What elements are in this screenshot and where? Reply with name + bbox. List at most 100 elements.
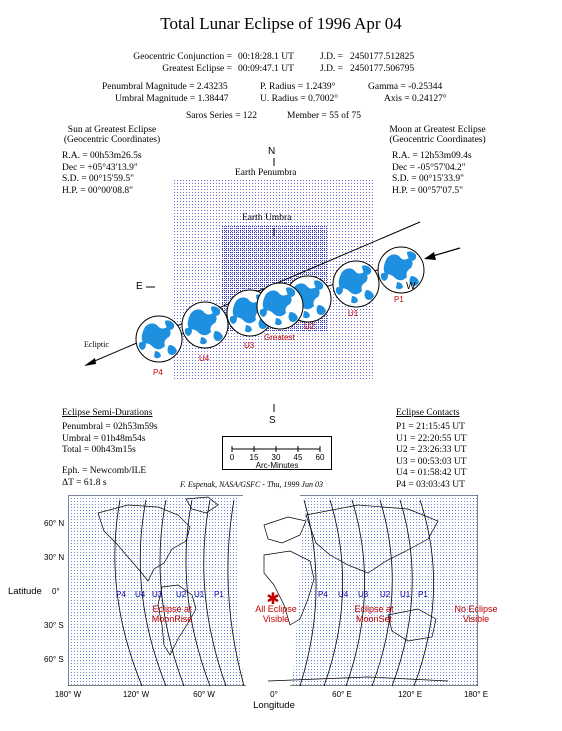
moonset-line1: Eclipse at [354, 604, 394, 614]
contact-label-u3: U3 [244, 341, 255, 350]
page-title: Total Lunar Eclipse of 1996 Apr 04 [160, 14, 402, 33]
axis: Axis = 0.24127° [384, 94, 447, 104]
lon-120e: 120° E [397, 690, 423, 699]
contact-label-u4: U4 [199, 354, 210, 363]
contact-u4: U4 = 01:58:42 UT [396, 468, 467, 478]
contact-u1: U1 = 22:20:55 UT [396, 433, 467, 444]
curve-u1-east [391, 499, 413, 686]
contact-label-u1: U1 [348, 309, 359, 318]
map-right-u2: U2 [380, 590, 391, 599]
map-right-u1: U1 [400, 590, 411, 599]
moonrise-line2: MoonRise [151, 614, 193, 624]
conjunction-value: 00:18:28.1 UT [238, 52, 294, 62]
contact-p4: P4 = 03:03:43 UT [396, 479, 465, 490]
greatest-label-diagram: Greatest [264, 333, 295, 342]
contact-curves-east [299, 499, 434, 686]
none-line2: Visible [462, 614, 490, 624]
lat-60n: 60° N [44, 519, 65, 528]
moon-u1 [332, 260, 380, 308]
moon-motion-arrow-icon [424, 252, 436, 260]
penumbral-magnitude: Penumbral Magnitude = 2.43235 [102, 82, 228, 92]
latitude-label: Latitude [8, 586, 42, 597]
contacts-heading: Eclipse Contacts [396, 408, 460, 418]
sun-hp: H.P. = 00°00'08.8" [62, 185, 133, 196]
lat-30s: 30° S [44, 621, 64, 630]
eclipse-at-moonrise-note: Eclipse at MoonRise [140, 604, 204, 624]
curve-p4-east [299, 499, 317, 686]
antarctica-outline [267, 676, 449, 682]
asia-outline [305, 504, 439, 574]
moon-u4 [181, 301, 229, 349]
map-left-p4: P4 [116, 590, 126, 599]
scale-label-0: 0 [229, 453, 235, 462]
ecliptic-label: Ecliptic [84, 340, 109, 349]
eclipse-path-diagram [84, 158, 461, 412]
moon-subheading: (Geocentric Coordinates) [389, 135, 486, 145]
north-america-outline [97, 504, 191, 582]
none-line1: No Eclipse [454, 604, 498, 614]
curve-u3-west [159, 499, 185, 686]
longitude-label: Longitude [253, 700, 295, 711]
night-region [241, 495, 300, 686]
scale-label-45: 45 [293, 453, 303, 462]
greatest-jd-label: J.D. = [320, 64, 344, 74]
map-right-p1: P1 [418, 590, 428, 599]
moon-sd: S.D. = 00°15'33.9" [392, 174, 465, 184]
east-label: E [136, 281, 143, 292]
south-america-outline [157, 584, 197, 656]
map-right-u4: U4 [338, 590, 349, 599]
penumbral-duration: Penumbral = 02h53m59s [62, 422, 158, 432]
moonset-line2: MoonSet [355, 614, 393, 624]
map-left-u4: U4 [135, 590, 146, 599]
map-left-u3: U3 [152, 590, 163, 599]
lat-30n: 30° N [44, 553, 65, 562]
greatest-eclipse-marker-icon: ✱ [266, 589, 279, 608]
moon-p1 [377, 246, 425, 294]
scale-frame [222, 436, 332, 470]
curve-u1-west [203, 499, 227, 686]
visible-line2: Visible [262, 614, 290, 624]
australia-outline [387, 608, 437, 642]
curve-p4-west [114, 499, 143, 686]
curve-p1-west [227, 499, 245, 686]
curve-u4-east [323, 499, 344, 686]
north-label: N [268, 146, 276, 157]
set-shading-east [292, 495, 478, 686]
curve-u4-west [139, 499, 167, 686]
contact-label-p1: P1 [394, 295, 404, 304]
greatest-label: Greatest Eclipse = [162, 64, 232, 74]
u-radius: U. Radius = 0.7002° [260, 94, 339, 104]
sun-ra: R.A. = 00h53m26.5s [62, 151, 142, 161]
contact-label-p4: P4 [153, 368, 163, 377]
map-right-p4: P4 [318, 590, 328, 599]
curve-u2-east [371, 499, 393, 686]
scale-label-15: 15 [249, 453, 259, 462]
visible-line1: All Eclipse [255, 604, 297, 614]
moon-coordinates: R.A. = 12h53m09.4s Dec = -05°57'04.2" S.… [392, 151, 472, 197]
moon-p4 [135, 315, 183, 363]
contact-u3: U3 = 00:53:03 UT [396, 456, 467, 467]
moon-heading: Moon at Greatest Eclipse [389, 125, 486, 135]
ephemeris: Eph. = Newcomb/ILE [62, 466, 147, 476]
europe-outline [263, 516, 307, 544]
map-right-u3: U3 [358, 590, 369, 599]
p-radius: P. Radius = 1.2439° [260, 82, 336, 92]
total-duration: Total = 00h43m15s [62, 445, 136, 455]
lat-60s: 60° S [44, 655, 64, 664]
curve-u3-east [345, 499, 366, 686]
map-left-p1: P1 [214, 590, 224, 599]
contact-times: P1 = 21:15:45 UT U1 = 22:20:55 UT U2 = 2… [396, 422, 467, 491]
moon-ra: R.A. = 12h53m09.4s [392, 151, 472, 161]
ecliptic-arrow-icon [84, 358, 96, 366]
moon-greatest [256, 282, 304, 330]
contact-label-u2: U2 [304, 322, 315, 331]
eclipse-at-moonset-note: Eclipse at MoonSet [342, 604, 406, 624]
credit-line: F. Espenak, NASA/GSFC - Thu, 1999 Jun 03 [180, 480, 323, 489]
scale-label-30: 30 [271, 453, 281, 462]
sun-dec: Dec = +05°43'13.9" [62, 162, 138, 173]
lon-120w: 120° W [122, 690, 150, 699]
contact-u2: U2 = 23:26:33 UT [396, 445, 467, 455]
africa-outline [263, 550, 315, 626]
conjunction-label: Geocentric Conjunction = [133, 52, 232, 62]
umbral-magnitude: Umbral Magnitude = 1.38447 [115, 94, 229, 104]
